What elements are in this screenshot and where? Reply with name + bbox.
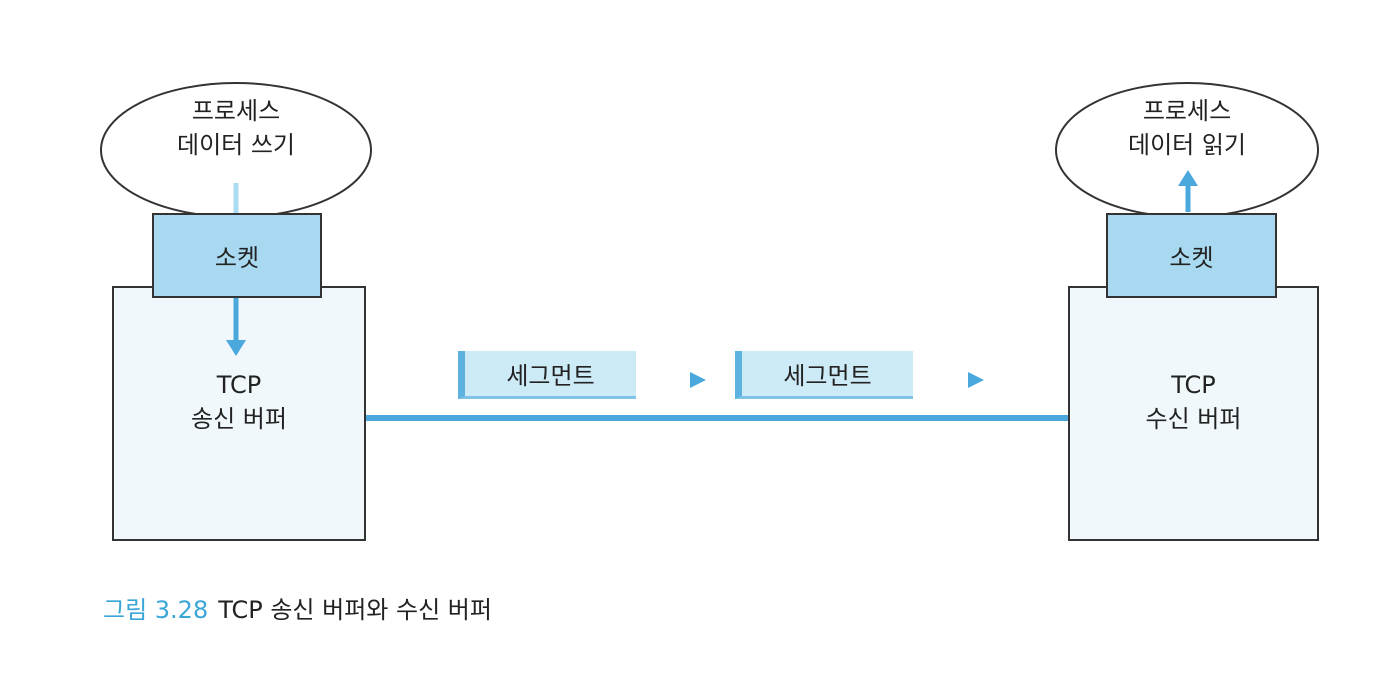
sender-tcp-buffer [112, 286, 366, 541]
receiver-buffer-protocol: TCP [1171, 371, 1216, 399]
receiver-socket: 소켓 [1106, 213, 1277, 298]
sender-down-arrow-icon [226, 298, 246, 356]
sender-process-action: 데이터 쓰기 [176, 131, 296, 159]
receiver-process-title: 프로세스 [1142, 97, 1232, 125]
sender-process-title: 프로세스 [191, 97, 281, 125]
receiver-up-arrow-icon [1178, 170, 1198, 345]
sender-process-label: 프로세스 데이터 쓰기 [101, 94, 371, 162]
segment-arrow-icon [918, 372, 984, 388]
sender-buffer-protocol: TCP [216, 371, 262, 399]
receiver-process-action: 데이터 읽기 [1127, 131, 1247, 159]
sender-buffer-name: 송신 버퍼 [191, 405, 287, 433]
figure-caption: 그림 3.28 TCP 송신 버퍼와 수신 버퍼 [103, 590, 492, 625]
segment-box: 세그먼트 [458, 351, 636, 399]
segment-arrow-icon [640, 372, 706, 388]
receiver-buffer-name: 수신 버퍼 [1145, 405, 1242, 433]
sender-buffer-label: TCP 송신 버퍼 [112, 368, 366, 436]
caption-label: 그림 3.28 [103, 596, 209, 624]
receiver-process-label: 프로세스 데이터 읽기 [1056, 94, 1318, 162]
receiver-tcp-buffer [1068, 286, 1319, 541]
sender-socket: 소켓 [152, 213, 322, 298]
receiver-buffer-label: TCP 수신 버퍼 [1068, 368, 1319, 436]
caption-text: TCP 송신 버퍼와 수신 버퍼 [218, 596, 492, 624]
segment-box: 세그먼트 [735, 351, 913, 399]
